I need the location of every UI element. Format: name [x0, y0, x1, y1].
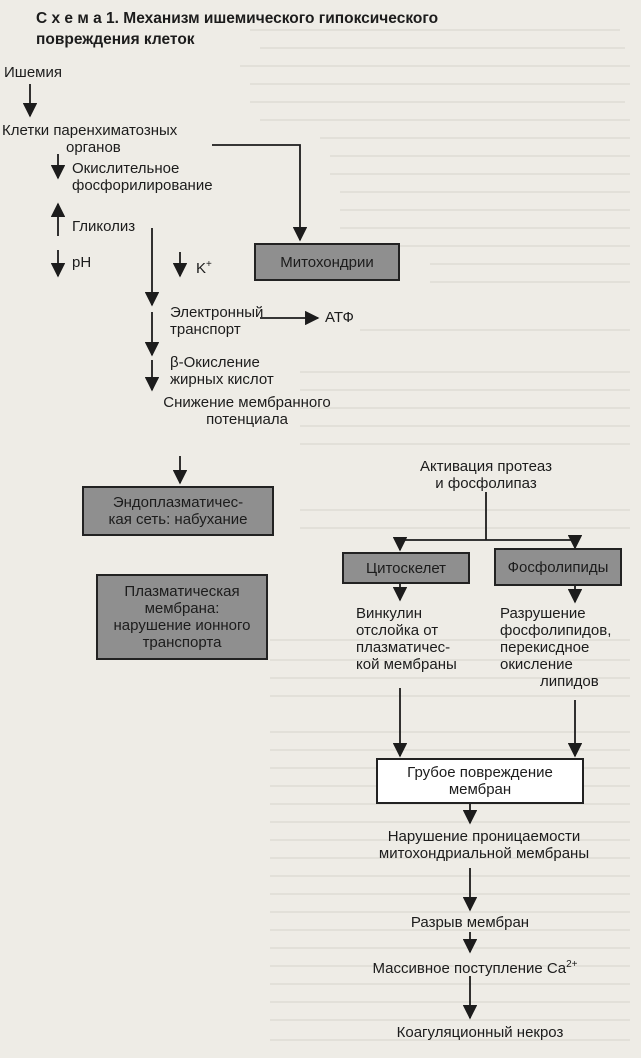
node-protease-line2: и фосфолипаз	[435, 475, 537, 492]
box-er-line2: кая сеть: набухание	[108, 511, 248, 528]
node-destr-line2: фосфолипидов,	[500, 622, 612, 639]
node-beta-line1: β-Окисление	[170, 354, 260, 371]
box-plasma-membrane: Плазматическая мембрана: нарушение ионно…	[96, 574, 268, 660]
node-etc-line2: транспорт	[170, 321, 241, 338]
node-vinculin-line1: Винкулин	[356, 605, 422, 622]
node-destr-line1: Разрушение	[500, 605, 586, 622]
node-k: K+	[196, 256, 212, 277]
node-ph: pH	[72, 254, 92, 271]
box-phospholipids: Фосфолипиды	[494, 548, 622, 586]
node-rupture: Разрыв мембран	[410, 914, 530, 931]
node-calcium-charge: 2+	[566, 959, 578, 970]
node-parenchyma-line1: Клетки паренхиматозных	[2, 122, 178, 139]
arrow-oxphos-to-mito	[212, 144, 308, 242]
node-beta-line2: жирных кислот	[170, 371, 274, 388]
node-glycolysis: Гликолиз	[72, 218, 136, 235]
node-oxphos-line1: Окислительное	[72, 160, 180, 177]
node-perm-line1: Нарушение проницаемости	[387, 828, 581, 845]
box-mitochondria: Митохондрии	[254, 243, 400, 281]
node-k-base: K	[196, 260, 207, 277]
node-oxphos-line2: фосфорилирование	[72, 177, 213, 194]
box-mitochondria-label: Митохондрии	[280, 253, 374, 271]
box-er-line1: Эндоплазматичес-	[112, 494, 244, 511]
node-membpot-line2: потенциала	[206, 411, 288, 428]
node-membpot-line1: Снижение мембранного	[163, 394, 331, 411]
box-cytoskeleton: Цитоскелет	[342, 552, 470, 584]
node-perm-line2: митохондриальной мембраны	[378, 845, 590, 862]
box-gross-line2: мембран	[448, 781, 512, 798]
box-phospholipids-label: Фосфолипиды	[507, 558, 609, 576]
node-parenchyma-line2: органов	[66, 139, 121, 156]
diagram-title-line1: С х е м а 1. Механизм ишемического гипок…	[36, 10, 439, 27]
box-er: Эндоплазматичес- кая сеть: набухание	[82, 486, 274, 536]
box-plasma-line1: Плазматическая	[124, 583, 240, 600]
box-plasma-line2: мембрана:	[144, 600, 220, 617]
diagram-title: С х е м а 1. Механизм ишемического гипок…	[36, 8, 438, 50]
diagram-title-line2: повреждения клеток	[36, 31, 195, 48]
box-gross-damage: Грубое повреждение мембран	[376, 758, 584, 804]
box-plasma-line4: транспорта	[142, 634, 222, 651]
node-atp: АТФ	[325, 309, 354, 326]
node-vinculin-line3: плазматичес-	[356, 639, 451, 656]
node-calcium-base: Массивное поступление Ca	[372, 960, 567, 977]
box-cytoskeleton-label: Цитоскелет	[365, 559, 447, 577]
node-vinculin-line4: кой мембраны	[356, 656, 457, 673]
node-protease-line1: Активация протеаз	[420, 458, 552, 475]
node-destr-line3: перекисдное	[500, 639, 590, 656]
node-destr-line5: липидов	[540, 673, 599, 690]
box-plasma-line3: нарушение ионного	[113, 617, 251, 634]
node-destr-line4: окисление	[500, 656, 573, 673]
box-gross-line1: Грубое повреждение	[407, 764, 553, 781]
node-necrosis: Коагуляционный некроз	[396, 1024, 564, 1041]
node-ischemia: Ишемия	[4, 64, 62, 81]
node-calcium: Массивное поступление Ca2+	[373, 956, 578, 977]
node-etc-line1: Электронный	[170, 304, 264, 321]
node-k-charge: +	[206, 259, 212, 270]
node-vinculin-line2: отслойка от	[356, 622, 439, 639]
